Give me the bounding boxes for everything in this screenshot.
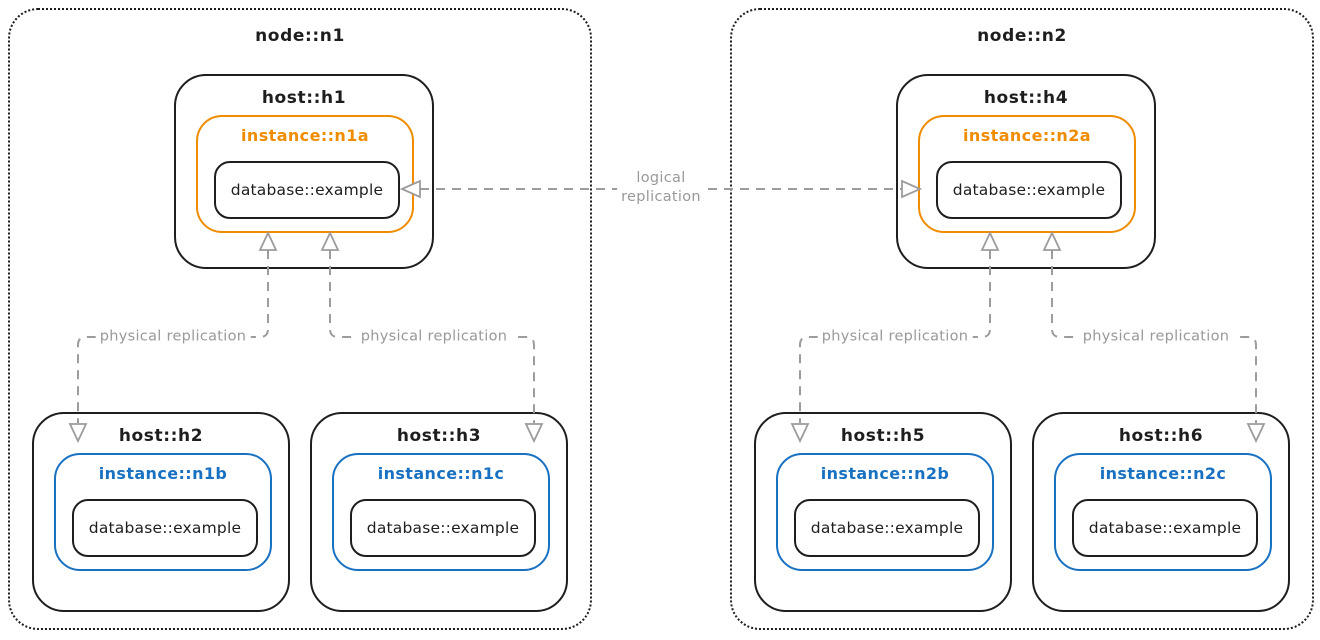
node-container-n2: node::n2 host::h4 instance::n2a database…	[730, 8, 1314, 630]
logical-replication-label: logical replication	[617, 168, 705, 208]
host-title: host::h2	[118, 426, 204, 446]
node-container-n1: node::n1 host::h1 instance::n1a database…	[8, 8, 592, 630]
database-label: database::example	[810, 519, 964, 537]
host-box-h4: host::h4 instance::n2a database::example	[896, 74, 1156, 269]
physical-replication-label: physical replication	[817, 326, 973, 348]
database-label: database::example	[88, 519, 242, 537]
host-box-h6: host::h6 instance::n2c database::example	[1032, 412, 1290, 612]
instance-label: instance::n2a	[963, 126, 1091, 145]
instance-label: instance::n1b	[98, 464, 228, 483]
host-box-h5: host::h5 instance::n2b database::example	[754, 412, 1012, 612]
logical-replication-label-line2: replication	[621, 189, 701, 205]
host-box-h3: host::h3 instance::n1c database::example	[310, 412, 568, 612]
instance-label: instance::n1a	[241, 126, 369, 145]
logical-replication-label-line1: logical	[636, 170, 686, 186]
instance-label: instance::n2c	[1099, 464, 1227, 483]
database-box: database::example	[350, 499, 536, 557]
database-label: database::example	[1088, 519, 1242, 537]
host-title: host::h6	[1118, 426, 1204, 446]
host-title: host::h4	[983, 88, 1069, 108]
instance-label: instance::n2b	[820, 464, 950, 483]
database-label: database::example	[366, 519, 520, 537]
database-box: database::example	[936, 161, 1122, 219]
instance-box-n1a: instance::n1a database::example	[196, 115, 414, 233]
host-title: host::h5	[840, 426, 926, 446]
instance-box-n1b: instance::n1b database::example	[54, 453, 272, 571]
instance-box-n2c: instance::n2c database::example	[1054, 453, 1272, 571]
host-title: host::h3	[396, 426, 482, 446]
node-title: node::n2	[977, 26, 1067, 46]
node-title: node::n1	[255, 26, 345, 46]
database-box: database::example	[72, 499, 258, 557]
instance-box-n2a: instance::n2a database::example	[918, 115, 1136, 233]
database-box: database::example	[794, 499, 980, 557]
host-box-h2: host::h2 instance::n1b database::example	[32, 412, 290, 612]
database-box: database::example	[1072, 499, 1258, 557]
physical-replication-label: physical replication	[1078, 326, 1234, 348]
database-label: database::example	[952, 181, 1106, 199]
host-box-h1: host::h1 instance::n1a database::example	[174, 74, 434, 269]
physical-replication-label: physical replication	[95, 326, 251, 348]
database-label: database::example	[230, 181, 384, 199]
instance-box-n1c: instance::n1c database::example	[332, 453, 550, 571]
instance-box-n2b: instance::n2b database::example	[776, 453, 994, 571]
instance-label: instance::n1c	[377, 464, 505, 483]
host-title: host::h1	[261, 88, 347, 108]
database-box: database::example	[214, 161, 400, 219]
physical-replication-label: physical replication	[356, 326, 512, 348]
